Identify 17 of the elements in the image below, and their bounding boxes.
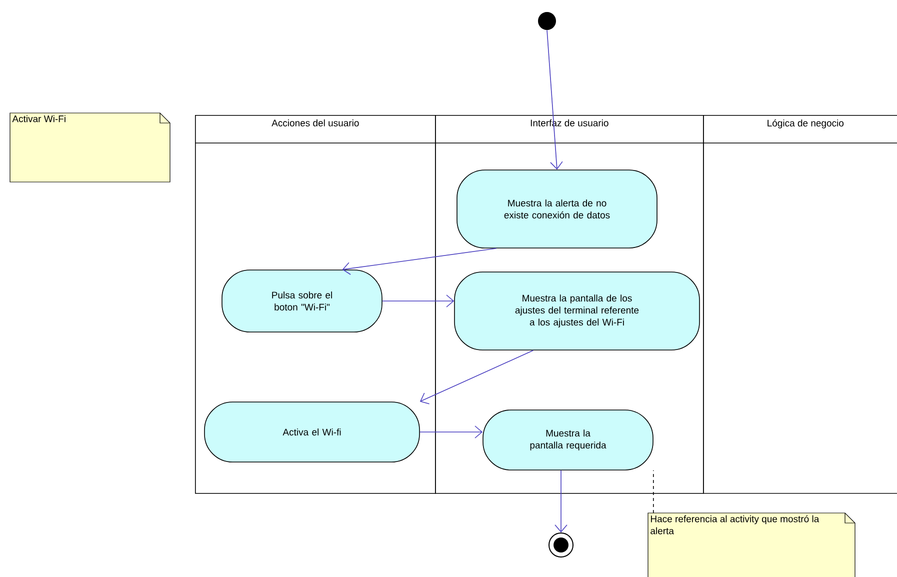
- arrow: [420, 350, 534, 404]
- action-box: Muestra la alerta de no existe conexión de datos: [456, 170, 658, 248]
- swimlane: Lógica de negocio: [703, 115, 897, 494]
- arrow: [554, 470, 568, 532]
- note: Activar Wi-Fi: [10, 112, 170, 182]
- action-box: Muestra la pantalla de los ajustes del terminal referente a los ajustes del Wi-Fi: [454, 272, 700, 350]
- arrow: [342, 248, 497, 275]
- arrow: [420, 426, 483, 438]
- initial-node: [538, 12, 556, 30]
- action-box: Activa el Wi-fi: [204, 402, 420, 462]
- note-anchor-line: [653, 470, 654, 514]
- arrow: [382, 294, 454, 308]
- action-box: Muestra la pantalla requerida: [482, 410, 654, 470]
- note: Hace referencia al activity que mostró la alerta: [648, 512, 856, 577]
- final-node: [548, 532, 574, 558]
- action-box: Pulsa sobre el boton "Wi-Fi": [222, 270, 382, 332]
- arrow: [546, 30, 563, 170]
